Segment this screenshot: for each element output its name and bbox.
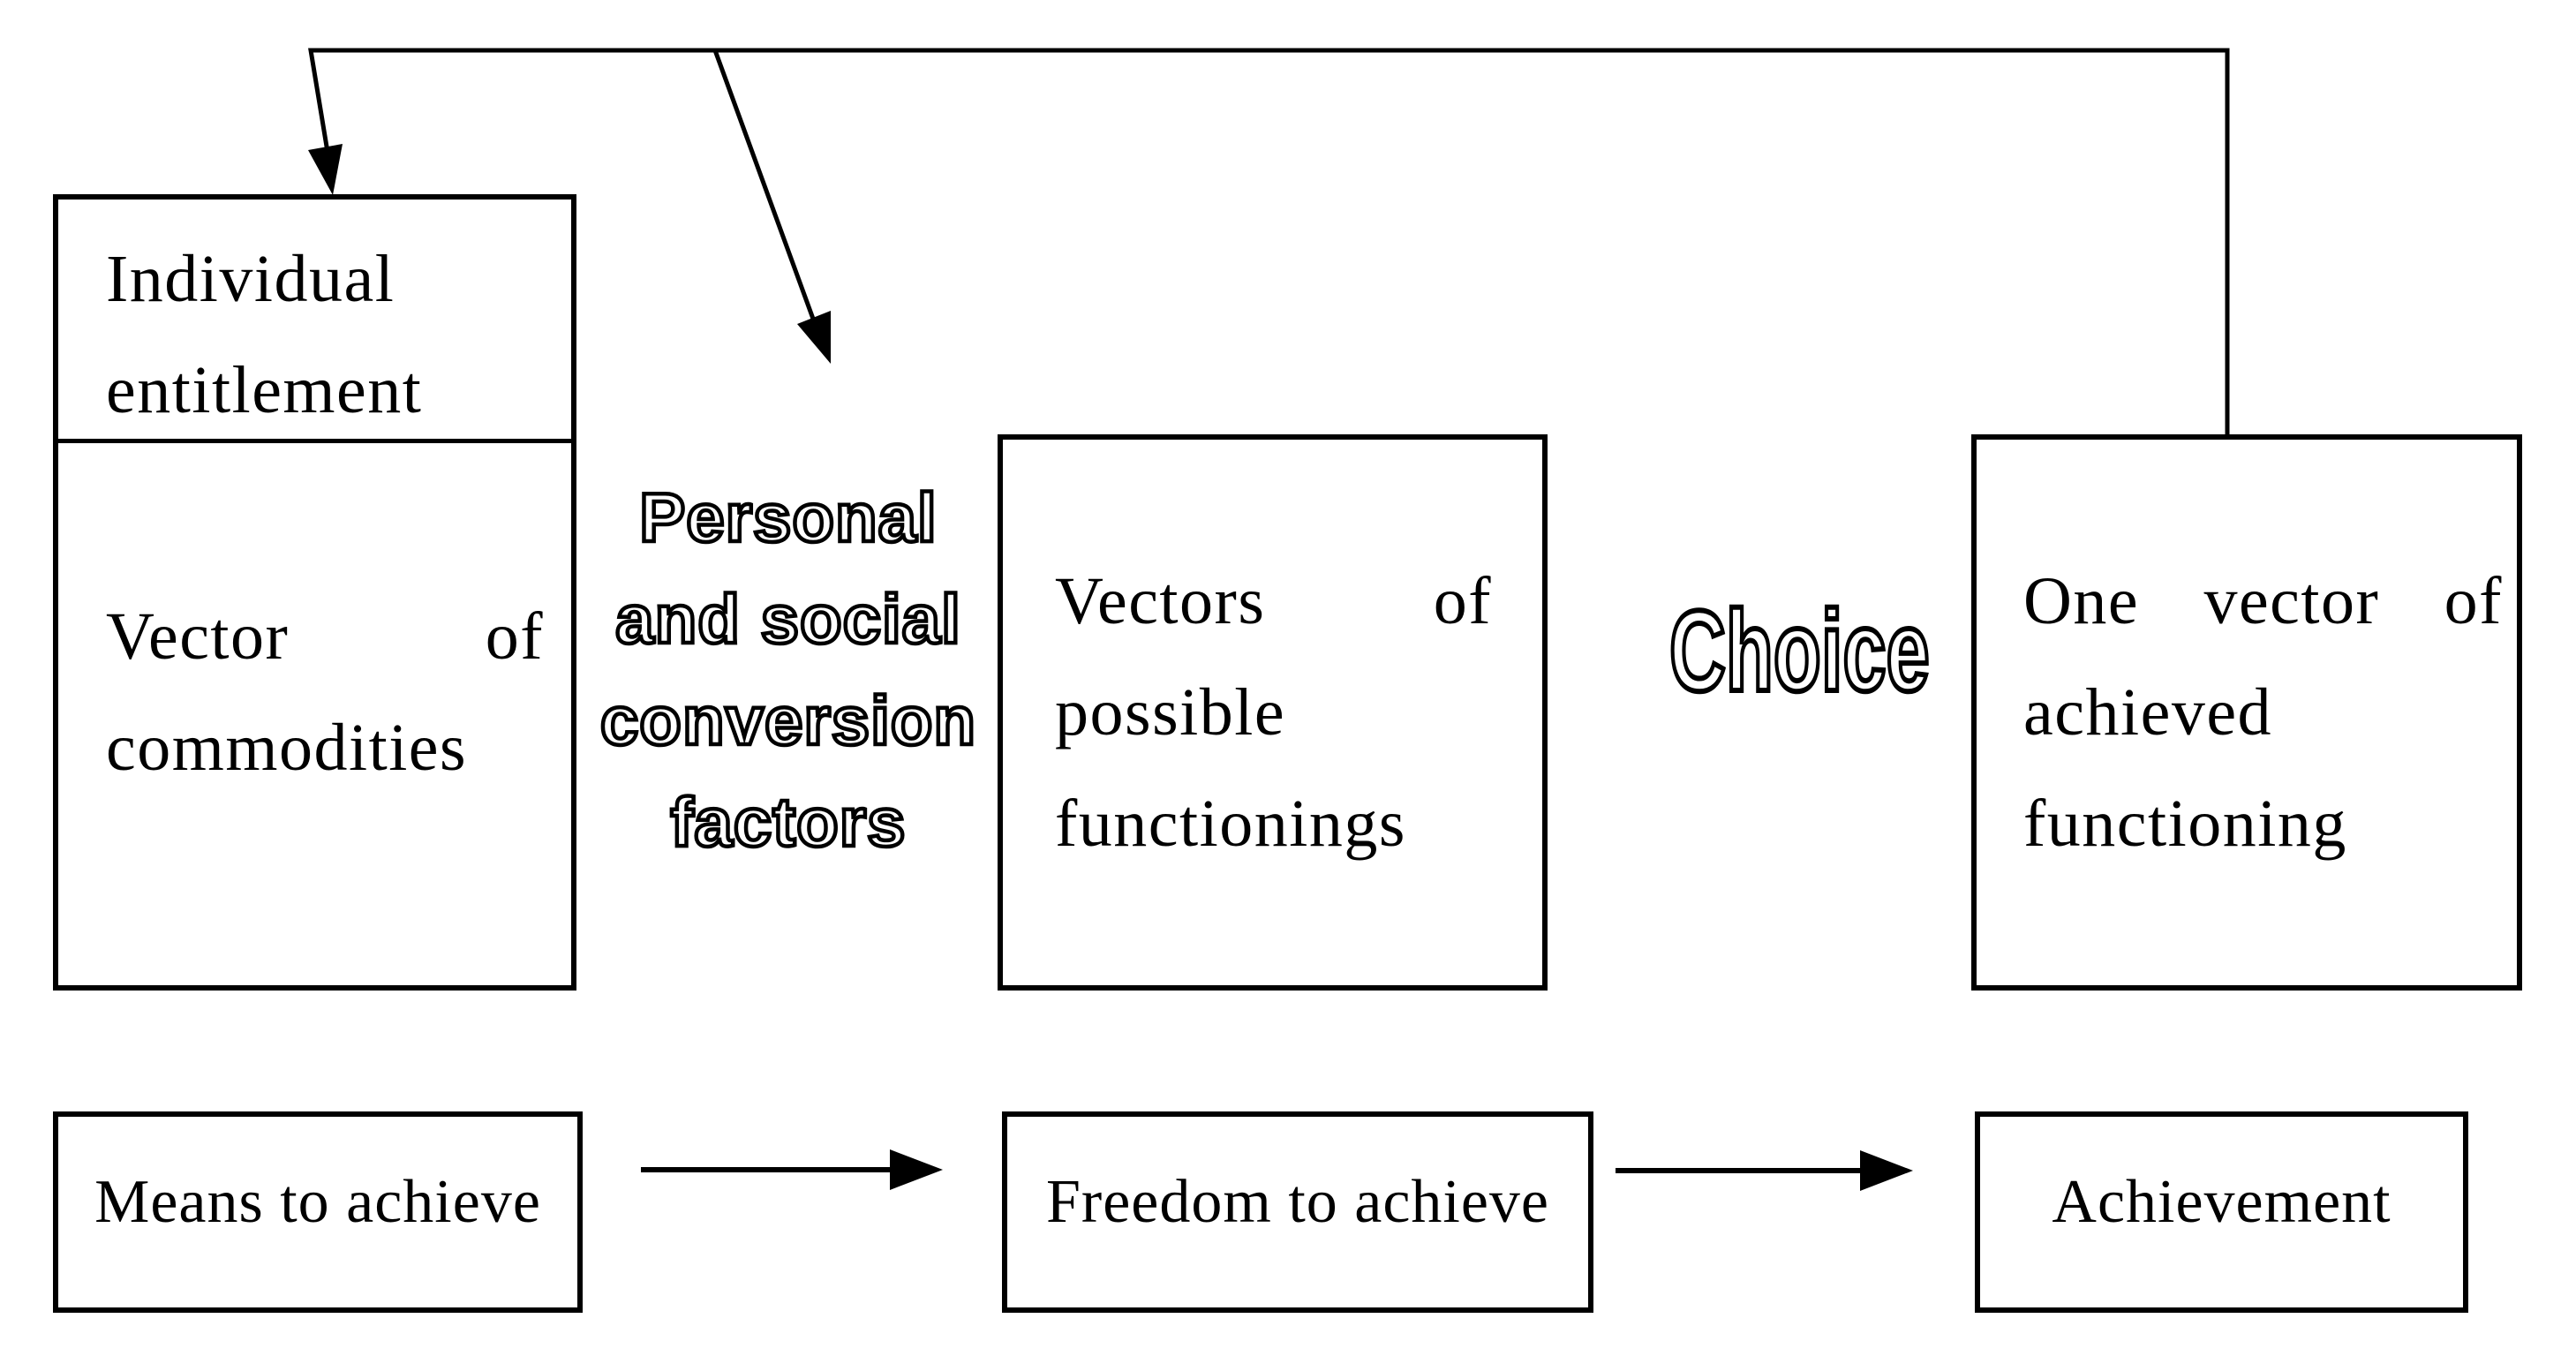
functionings-word-of: of xyxy=(1433,564,1492,638)
conversion-label-line-3: conversion xyxy=(599,680,978,762)
commodities-word-of: of xyxy=(485,599,544,674)
freedom-to-achievement-arrowhead-icon xyxy=(1860,1150,1913,1191)
achieved-word-one: One xyxy=(2023,564,2140,638)
conversion-factors-label: Personal and social conversion factors xyxy=(523,467,1053,873)
means-to-achieve-box: Means to achieve xyxy=(53,1111,583,1313)
conversion-branch-arrowhead-icon xyxy=(797,311,831,364)
functionings-line-1: Vectors of xyxy=(1055,546,1492,657)
conversion-label-line-2: and social xyxy=(614,578,962,660)
entitlement-commodities-box: Individual entitlement Vector of commodi… xyxy=(53,194,576,991)
functionings-line-2: possible xyxy=(1055,675,1286,750)
means-to-freedom-arrowhead-icon xyxy=(890,1149,943,1190)
achievement-label: Achievement xyxy=(2052,1168,2391,1236)
possible-functionings-box: Vectors of possible functionings xyxy=(998,434,1548,991)
feedback-line xyxy=(308,48,2230,438)
entitlement-text: Individual entitlement xyxy=(106,223,422,446)
achieved-word-of: of xyxy=(2444,564,2503,638)
achievement-box: Achievement xyxy=(1975,1111,2468,1313)
freedom-to-achieve-label: Freedom to achieve xyxy=(1045,1168,1549,1236)
commodities-line-2: commodities xyxy=(106,711,468,785)
achieved-line-2: achieved xyxy=(2023,675,2273,750)
achieved-line-1: One vector of xyxy=(2023,546,2503,657)
functionings-text: Vectors of possible functionings xyxy=(1055,546,1492,879)
commodities-text: Vector of commodities xyxy=(106,581,544,803)
achieved-word-vector: vector xyxy=(2203,564,2380,638)
conversion-label-line-4: factors xyxy=(668,781,908,863)
entitlement-line-1: Individual xyxy=(106,242,395,316)
entitlement-line-2: entitlement xyxy=(106,353,423,427)
achieved-text: One vector of achieved functioning xyxy=(2023,546,2503,879)
commodities-word-vector: Vector xyxy=(106,599,290,674)
freedom-to-achieve-box: Freedom to achieve xyxy=(1002,1111,1593,1313)
conversion-branch-line xyxy=(712,49,819,329)
means-to-achieve-label: Means to achieve xyxy=(94,1168,541,1236)
box-compartment-divider xyxy=(58,439,571,443)
commodities-line-1: Vector of xyxy=(106,581,544,692)
conversion-label-line-1: Personal xyxy=(637,477,938,559)
achieved-functioning-box: One vector of achieved functioning xyxy=(1971,434,2522,991)
feedback-arrowhead-icon xyxy=(308,144,343,195)
functionings-word-vectors: Vectors xyxy=(1055,564,1266,638)
achieved-line-3: functioning xyxy=(2023,787,2347,861)
choice-label: Choice xyxy=(1668,586,1932,715)
functionings-line-3: functionings xyxy=(1055,787,1406,861)
